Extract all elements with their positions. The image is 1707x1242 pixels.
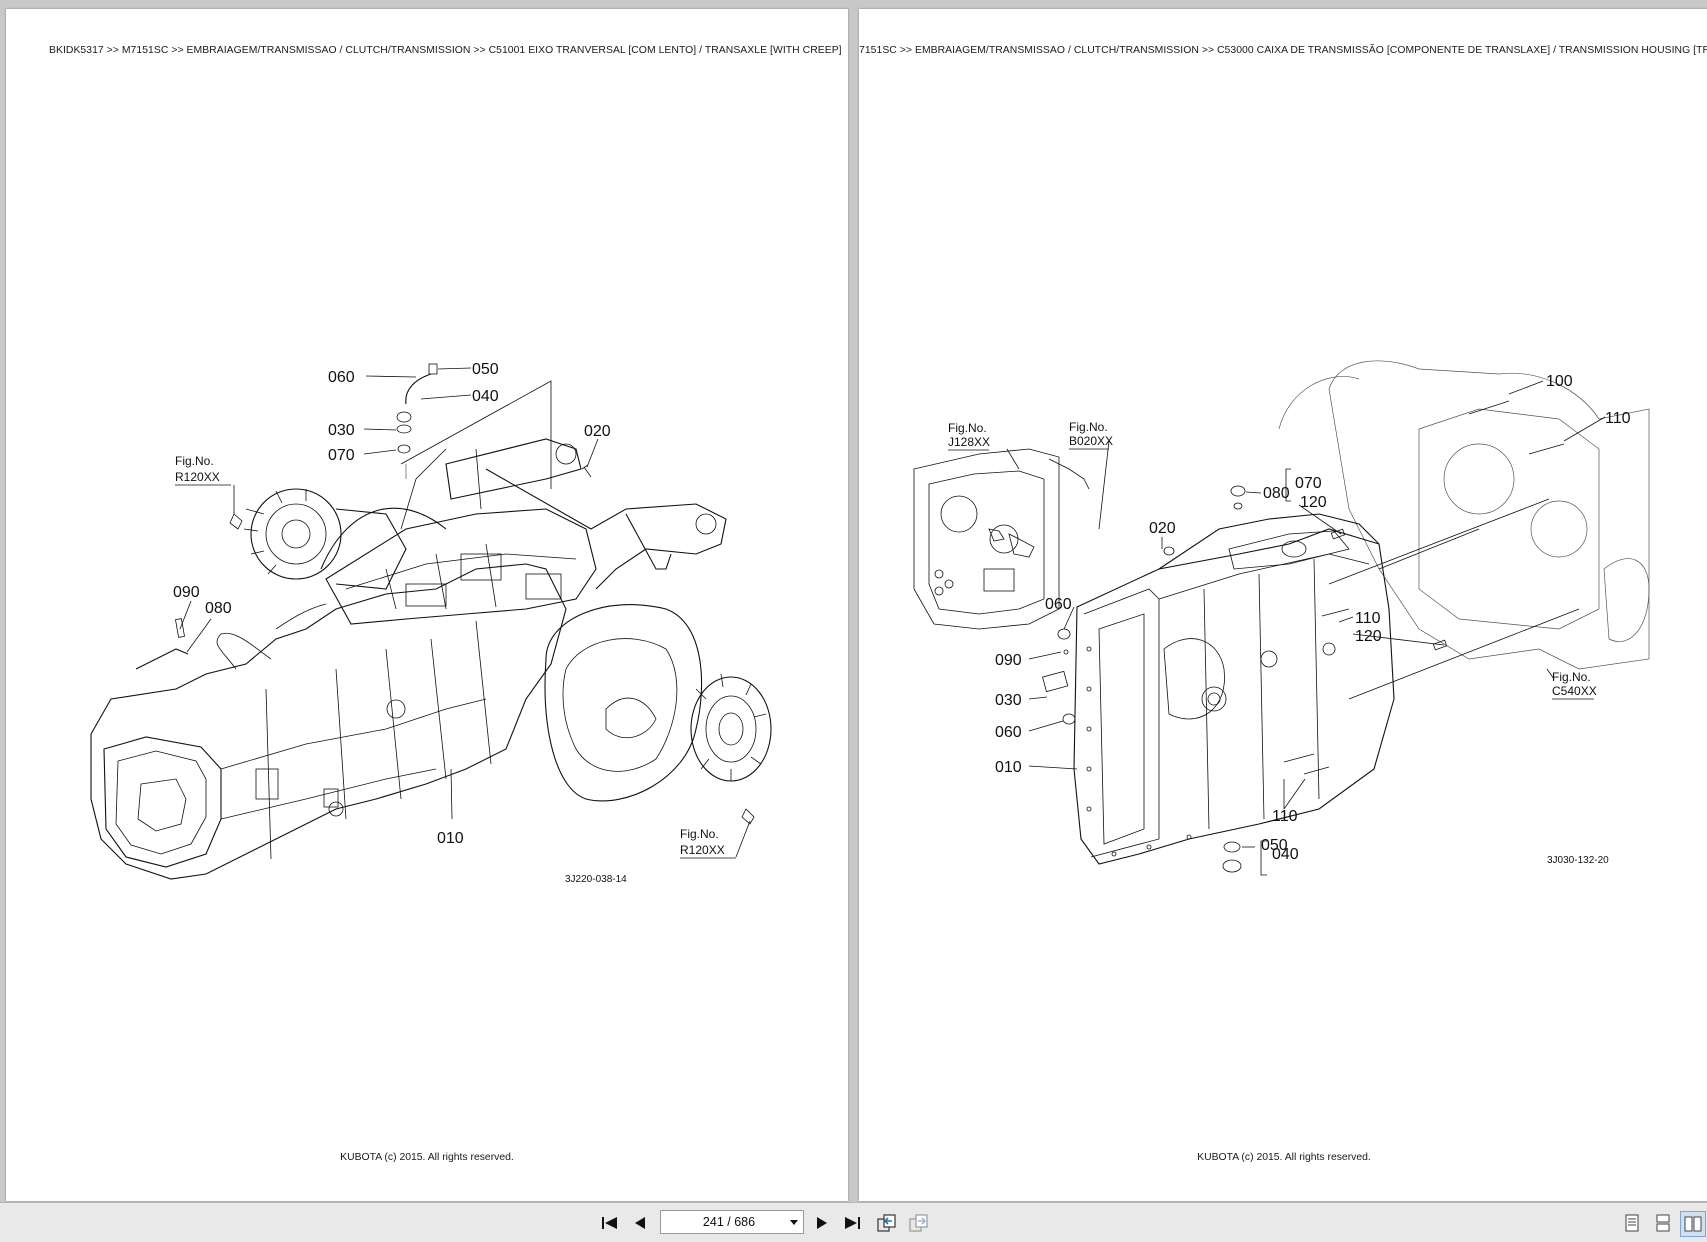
part-label: 060 (995, 724, 1022, 741)
drawing-code: 3J030-132-20 (1547, 855, 1609, 866)
part-label: 080 (205, 600, 232, 617)
svg-text:J128XX: J128XX (948, 435, 990, 449)
transaxle-diagram: 060 050 040 030 070 020 090 080 010 Fig.… (90, 361, 772, 885)
page-breadcrumb: 7151SC >> EMBRAIAGEM/TRANSMISSAO / CLUTC… (859, 45, 1707, 56)
part-label: 030 (995, 692, 1022, 709)
svg-text:R120XX: R120XX (175, 470, 220, 484)
svg-text:Fig.No.: Fig.No. (948, 421, 987, 435)
page-footer: KUBOTA (c) 2015. All rights reserved. (1197, 1152, 1371, 1163)
figure-reference-right: Fig.No. R120XX (680, 827, 736, 859)
last-page-icon[interactable] (840, 1211, 864, 1235)
part-label: 110 (1272, 808, 1298, 825)
viewer-toolbar: 241 / 686 (0, 1202, 1707, 1242)
page-footer: KUBOTA (c) 2015. All rights reserved. (340, 1152, 514, 1163)
part-label: 070 (1295, 475, 1322, 492)
svg-text:Fig.No.: Fig.No. (175, 454, 214, 468)
svg-text:Fig.No.: Fig.No. (1552, 670, 1591, 684)
pdf-page-left: BKIDK5317 >> M7151SC >> EMBRAIAGEM/TRANS… (6, 9, 848, 1201)
single-page-view-icon[interactable] (1620, 1211, 1644, 1235)
svg-text:Fig.No.: Fig.No. (1069, 420, 1108, 434)
part-label: 050 (472, 361, 499, 378)
part-label: 030 (328, 422, 355, 439)
part-label: 060 (328, 369, 355, 386)
svg-text:C540XX: C540XX (1552, 684, 1597, 698)
previous-page-icon[interactable] (628, 1211, 652, 1235)
document-viewer: BKIDK5317 >> M7151SC >> EMBRAIAGEM/TRANS… (6, 9, 1707, 1201)
part-label: 120 (1300, 494, 1327, 511)
part-label: 020 (1149, 520, 1176, 537)
pdf-page-right: 7151SC >> EMBRAIAGEM/TRANSMISSAO / CLUTC… (859, 9, 1707, 1201)
facing-pages-view-icon[interactable] (1680, 1211, 1706, 1237)
drawing-code: 3J220-038-14 (565, 874, 627, 885)
callout-lines (1006, 380, 1606, 876)
part-label: 090 (173, 584, 200, 601)
part-label: 040 (1272, 846, 1299, 863)
figure-reference-c540: Fig.No. C540XX (1552, 670, 1597, 700)
continuous-view-icon[interactable] (1651, 1211, 1675, 1235)
go-back-icon[interactable] (875, 1211, 899, 1235)
figure-reference-j128: Fig.No. J128XX (948, 421, 990, 451)
figure-reference-left: Fig.No. R120XX (175, 454, 231, 486)
svg-text:B020XX: B020XX (1069, 434, 1113, 448)
part-label: 080 (1263, 485, 1290, 502)
part-label: 040 (472, 388, 499, 405)
part-label: 110 (1605, 410, 1631, 427)
part-label: 070 (328, 447, 355, 464)
next-page-icon[interactable] (810, 1211, 834, 1235)
page-breadcrumb: BKIDK5317 >> M7151SC >> EMBRAIAGEM/TRANS… (49, 45, 842, 56)
part-label: 120 (1355, 628, 1382, 645)
part-label: 010 (437, 830, 464, 847)
page-indicator: 241 / 686 (702, 1215, 756, 1229)
part-label: 060 (1045, 596, 1072, 613)
go-forward-icon[interactable] (907, 1211, 931, 1235)
part-label: 020 (584, 423, 611, 440)
svg-text:R120XX: R120XX (680, 843, 725, 857)
part-label: 010 (995, 759, 1022, 776)
figure-reference-b020: Fig.No. B020XX (1069, 420, 1113, 450)
transmission-housing-illustration (913, 360, 1650, 873)
chevron-down-icon[interactable] (785, 1215, 803, 1229)
part-label: 100 (1546, 373, 1573, 390)
part-label: 050 (1261, 837, 1288, 854)
transaxle-illustration (90, 363, 772, 880)
svg-text:Fig.No.: Fig.No. (680, 827, 719, 841)
part-number-labels: 060 050 040 030 070 020 090 080 010 (173, 361, 611, 847)
transmission-housing-diagram: 100 110 080 070 120 020 110 120 060 090 … (913, 360, 1650, 876)
page-number-field[interactable]: 241 / 686 (660, 1210, 804, 1234)
callout-lines (179, 367, 751, 858)
part-number-labels: 100 110 080 070 120 020 110 120 060 090 … (995, 373, 1631, 863)
part-label: 090 (995, 652, 1022, 669)
first-page-icon[interactable] (598, 1211, 622, 1235)
part-label: 110 (1355, 610, 1381, 627)
